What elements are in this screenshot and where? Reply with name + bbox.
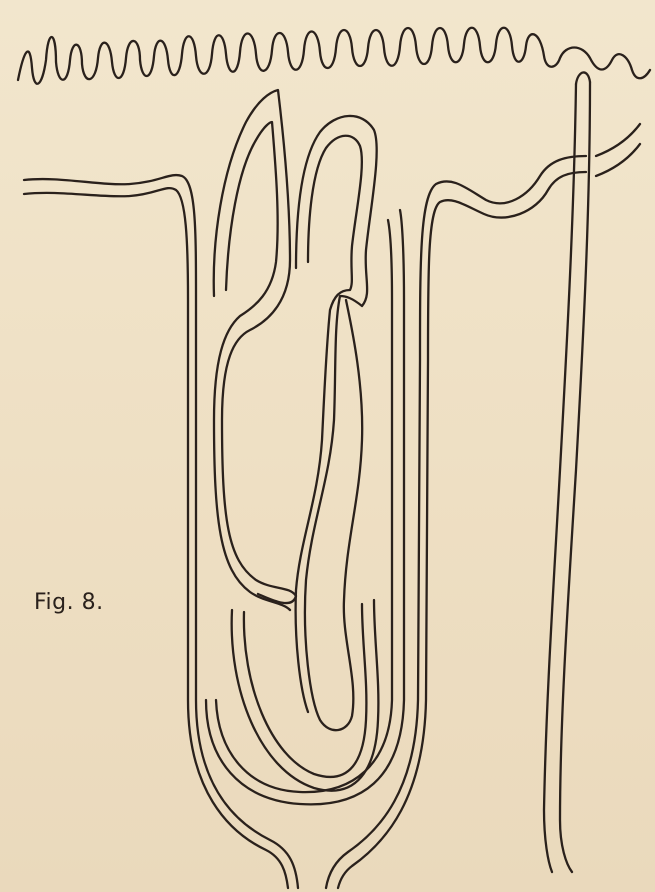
figure-label: Fig. 8.: [34, 590, 104, 615]
crypt-lining-outer: [206, 210, 404, 804]
right-tube-cap: [576, 72, 590, 84]
right-tube-inner-wall: [560, 82, 590, 872]
left-lobe-outer: [214, 90, 296, 603]
villi-border-line: [18, 28, 650, 84]
right-surface-lower: [596, 144, 640, 176]
right-lobe-outer: [296, 116, 377, 730]
left-lobe-inner: [214, 122, 290, 610]
left-surface-inner: [24, 188, 288, 888]
